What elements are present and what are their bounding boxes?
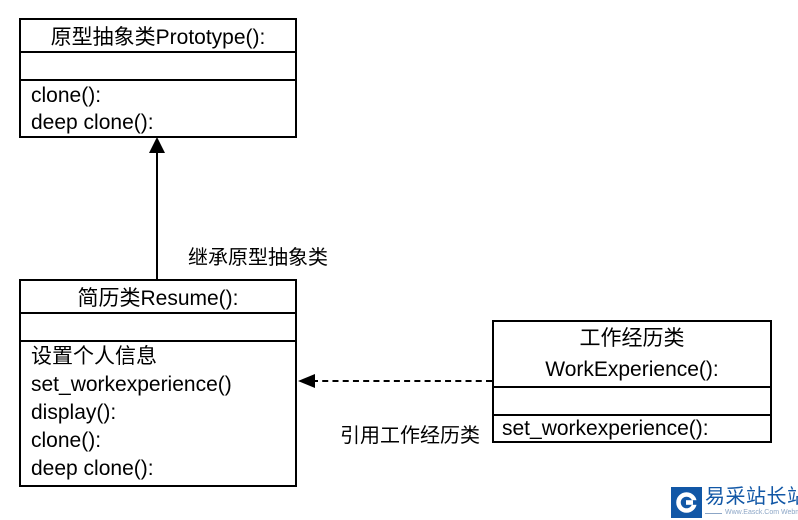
- class-methods-resume: 设置个人信息 set_workexperience() display(): c…: [21, 340, 295, 485]
- class-box-prototype: 原型抽象类Prototype(): clone(): deep clone():: [19, 18, 297, 138]
- class-attributes-prototype: [21, 51, 295, 79]
- method-line: 设置个人信息: [31, 345, 157, 368]
- watermark-subtext: Www.Easck.Com Webmaster: [725, 509, 798, 516]
- watermark-subrow: Www.Easck.Com Webmaster: [705, 509, 798, 517]
- inheritance-arrowhead-icon: [149, 137, 165, 153]
- reference-arrowhead-icon: [298, 374, 315, 388]
- easck-logo-glyph: [676, 492, 700, 513]
- class-box-workexperience: 工作经历类 WorkExperience(): set_workexperien…: [492, 320, 772, 443]
- class-methods-prototype: clone(): deep clone():: [21, 79, 295, 136]
- class-box-resume: 简历类Resume(): 设置个人信息 set_workexperience()…: [19, 279, 297, 487]
- class-title-resume: 简历类Resume():: [77, 286, 239, 310]
- site-watermark: 易采站长站 Www.Easck.Com Webmaster: [671, 487, 798, 518]
- easck-logo-icon: [671, 487, 702, 518]
- method-line: clone():: [31, 84, 102, 107]
- reference-dashed-line: [312, 380, 492, 382]
- watermark-dash-line: [705, 512, 722, 514]
- class-title-line2: WorkExperience():: [545, 358, 719, 382]
- class-title-line1: 工作经历类: [579, 327, 685, 351]
- method-line: clone():: [31, 429, 102, 452]
- method-line: display():: [31, 401, 117, 424]
- class-methods-workexperience: set_workexperience():: [494, 414, 770, 441]
- class-title-workexperience: 工作经历类 WorkExperience():: [494, 322, 770, 386]
- method-line: deep clone():: [31, 457, 154, 480]
- class-attributes-resume: [21, 312, 295, 340]
- class-title-prototype: 原型抽象类Prototype():: [50, 25, 266, 49]
- inheritance-edge-label: 继承原型抽象类: [188, 247, 328, 269]
- method-line: set_workexperience(): [31, 373, 232, 396]
- watermark-brand: 易采站长站: [705, 486, 798, 508]
- inheritance-line: [156, 151, 158, 279]
- reference-edge-label: 引用工作经历类: [340, 425, 480, 447]
- class-attributes-workexperience: [494, 386, 770, 414]
- watermark-text-block: 易采站长站 Www.Easck.Com Webmaster: [705, 487, 798, 517]
- method-line: deep clone():: [31, 111, 154, 134]
- method-line: set_workexperience():: [502, 417, 709, 440]
